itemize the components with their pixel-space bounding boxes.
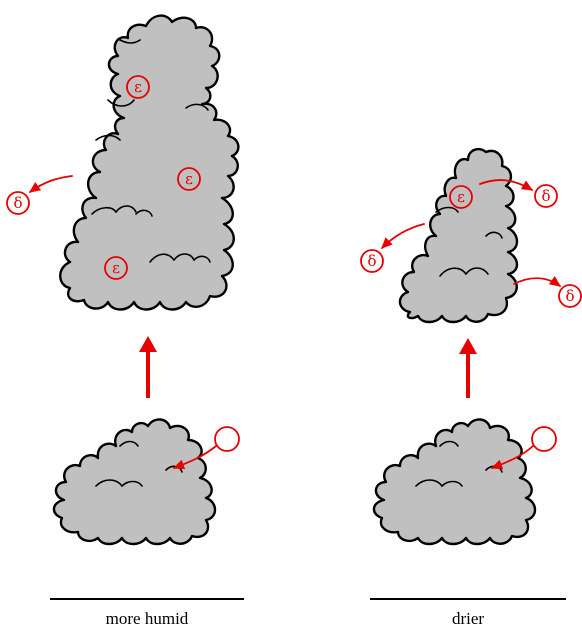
left-column: ε ε ε δ more humi: [6, 14, 244, 628]
detrainment-arrow: [28, 175, 73, 193]
entrainment-symbol: ε: [112, 259, 120, 277]
drier-cloud-icon: [398, 148, 519, 324]
detrainment-circle-icon: δ: [360, 249, 384, 273]
label-drier: drier: [452, 609, 484, 628]
entrainment-circle-icon: ε: [126, 75, 150, 99]
tall-cloud-icon: [59, 14, 240, 311]
up-arrow-head: [459, 338, 477, 354]
entrainment-symbol: ε: [457, 188, 465, 206]
right-column: ε δ δ δ: [360, 148, 582, 628]
detrainment-arrow: [479, 179, 534, 191]
detrainment-symbol: δ: [13, 194, 22, 212]
entrainment-circle-icon: ε: [449, 185, 473, 209]
detrainment-symbol: δ: [565, 287, 574, 305]
entrainment-arrow: [172, 445, 217, 470]
label-more-humid: more humid: [106, 609, 189, 628]
small-cloud-icon: [372, 418, 537, 546]
entrainment-symbol: ε: [185, 170, 193, 188]
detrainment-arrow: [381, 223, 425, 249]
up-arrow-head: [139, 336, 157, 352]
detrainment-symbol: δ: [541, 187, 550, 205]
entrainment-circle-icon: ε: [104, 256, 128, 280]
parcel-circle-icon: [214, 426, 240, 452]
entrainment-arrow: [490, 445, 534, 470]
small-cloud-icon: [52, 418, 217, 546]
detrainment-circle-icon: δ: [534, 184, 558, 208]
parcel-circle-icon: [531, 426, 557, 452]
entrainment-symbol: ε: [134, 78, 142, 96]
detrainment-arrow: [513, 276, 562, 287]
detrainment-circle-icon: δ: [6, 191, 30, 215]
entrainment-circle-icon: ε: [177, 167, 201, 191]
detrainment-symbol: δ: [367, 252, 376, 270]
detrainment-circle-icon: δ: [558, 284, 582, 308]
